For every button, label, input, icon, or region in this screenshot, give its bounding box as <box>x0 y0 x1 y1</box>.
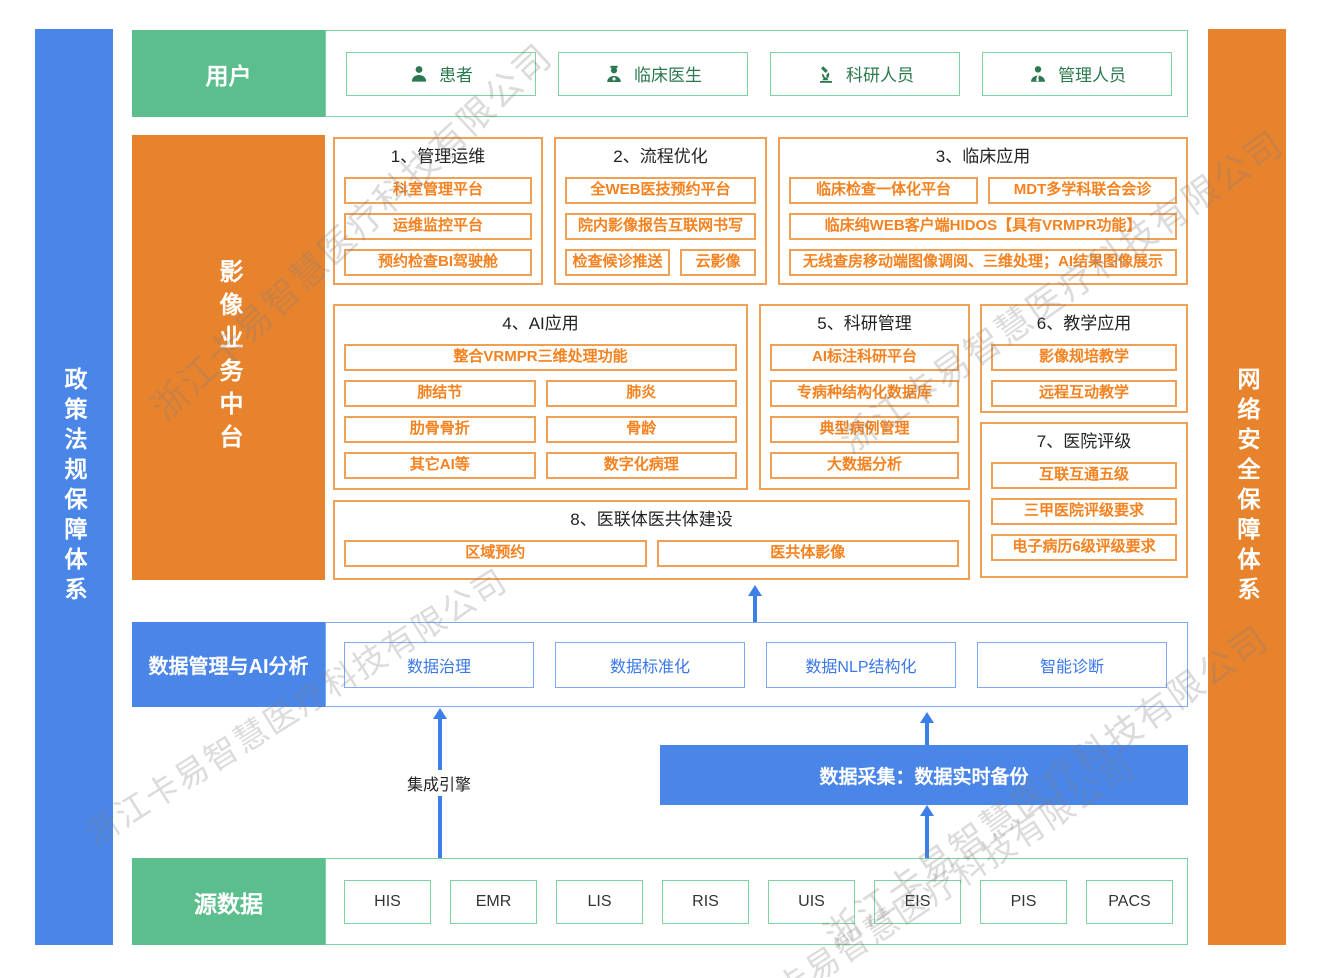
data-collection-box: 数据采集：数据实时备份 <box>660 745 1188 805</box>
group-process-optimization: 2、流程优化 全WEB医技预约平台 院内影像报告互联网书写 检查候诊推送 云影像 <box>554 137 767 285</box>
imaging-platform-label: 影像业务中台 <box>132 135 325 580</box>
group-clinical-application: 3、临床应用 临床检查一体化平台 MDT多学科联合会诊 临床纯WEB客户端HID… <box>778 137 1188 285</box>
platform-item: 云影像 <box>679 249 756 276</box>
source-data-row-label: 源数据 <box>132 858 325 945</box>
group-research-management: 5、科研管理 AI标注科研平台 专病种结构化数据库 典型病例管理 大数据分析 <box>759 304 970 490</box>
source-data-label-text: 源数据 <box>194 890 263 917</box>
up-arrow-head <box>748 585 762 596</box>
user-box-patient: 患者 <box>346 51 536 96</box>
group-ai-application: 4、AI应用 整合VRMPR三维处理功能 肺结节 肺炎 肋骨骨折 骨龄 其它AI… <box>333 304 748 490</box>
platform-item: 临床检查一体化平台 <box>789 177 978 204</box>
platform-item: 区域预约 <box>344 540 647 567</box>
source-data-container: HIS EMR LIS RIS UIS EIS PIS PACS <box>325 858 1188 945</box>
policy-regulation-label: 政策法规保障体系 <box>61 367 87 607</box>
platform-item: 影像规培教学 <box>991 344 1177 371</box>
platform-item: 肺结节 <box>344 380 536 407</box>
platform-item: 专病种结构化数据库 <box>770 380 959 407</box>
source-system-emr: EMR <box>450 879 537 924</box>
platform-item: AI标注科研平台 <box>770 344 959 371</box>
platform-item: 肋骨骨折 <box>344 416 536 443</box>
user-box-manager: 管理人员 <box>982 51 1172 96</box>
group-title: 4、AI应用 <box>502 314 579 333</box>
source-system-eis: EIS <box>874 879 961 924</box>
group-teaching-application: 6、教学应用 影像规培教学 远程互动教学 <box>980 304 1188 413</box>
group-title: 7、医院评级 <box>1036 432 1132 451</box>
collection-upper-arrow-line <box>925 722 929 745</box>
group-medical-alliance: 8、医联体医共体建设 区域预约 医共体影像 <box>333 500 970 580</box>
users-row-label-text: 用户 <box>205 62 252 89</box>
platform-item: 全WEB医技预约平台 <box>565 177 756 204</box>
group-title: 2、流程优化 <box>613 147 708 166</box>
platform-item: 骨龄 <box>545 416 737 443</box>
group-title: 3、临床应用 <box>935 147 1031 166</box>
platform-item: 预约检查BI驾驶舱 <box>344 249 532 276</box>
users-row-label: 用户 <box>132 30 325 117</box>
microscope-icon <box>820 65 832 83</box>
source-system-pacs: PACS <box>1086 879 1173 924</box>
group-management-ops: 1、管理运维 科室管理平台 运维监控平台 预约检查BI驾驶舱 <box>333 137 543 285</box>
platform-item: 临床纯WEB客户端HIDOS【具有VRMPR功能】 <box>789 213 1177 240</box>
group-title: 6、教学应用 <box>1036 314 1132 333</box>
user-label: 科研人员 <box>846 66 914 85</box>
data-mgmt-item: 数据NLP结构化 <box>766 641 956 688</box>
imaging-platform-label-text: 影像业务中台 <box>215 258 242 457</box>
group-title: 1、管理运维 <box>390 147 486 166</box>
platform-item: MDT多学科联合会诊 <box>988 177 1177 204</box>
source-system-uis: UIS <box>768 879 855 924</box>
source-system-ris: RIS <box>662 879 749 924</box>
collection-lower-arrow-line <box>925 815 929 858</box>
platform-item: 大数据分析 <box>770 452 959 479</box>
platform-item: 典型病例管理 <box>770 416 959 443</box>
user-label: 管理人员 <box>1058 66 1126 85</box>
platform-item: 无线查房移动端图像调阅、三维处理；AI结果图像展示 <box>789 249 1177 276</box>
user-label: 患者 <box>439 66 473 85</box>
manager-icon <box>1031 65 1045 82</box>
user-label: 临床医生 <box>634 66 702 85</box>
platform-item: 其它AI等 <box>344 452 536 479</box>
group-hospital-rating: 7、医院评级 互联互通五级 三甲医院评级要求 电子病历6级评级要求 <box>980 422 1188 578</box>
patient-icon <box>411 65 427 82</box>
platform-item: 互联互通五级 <box>991 462 1177 489</box>
data-mgmt-item: 智能诊断 <box>977 641 1167 688</box>
platform-item: 院内影像报告互联网书写 <box>565 213 756 240</box>
source-system-pis: PIS <box>980 879 1067 924</box>
data-mgmt-item: 数据治理 <box>344 641 534 688</box>
platform-item: 整合VRMPR三维处理功能 <box>344 344 737 371</box>
users-container: 患者 临床医生 科研人员 管理人员 <box>325 30 1188 117</box>
collection-upper-arrow-head <box>920 712 934 723</box>
network-security-sidebar: 网络安全保障体系 <box>1208 29 1286 945</box>
group-title: 5、科研管理 <box>817 314 912 333</box>
data-mgmt-row-label: 数据管理与AI分析 <box>132 622 325 707</box>
platform-item: 肺炎 <box>545 380 737 407</box>
user-box-researcher: 科研人员 <box>770 51 960 96</box>
data-mgmt-label-text: 数据管理与AI分析 <box>148 656 309 678</box>
platform-item: 远程互动教学 <box>991 380 1177 407</box>
data-mgmt-item: 数据标准化 <box>555 641 745 688</box>
platform-item: 检查候诊推送 <box>565 249 670 276</box>
doctor-icon <box>607 65 621 82</box>
data-collection-text: 数据采集：数据实时备份 <box>819 766 1029 788</box>
integration-engine-label: 集成引擎 <box>403 770 476 796</box>
platform-item: 三甲医院评级要求 <box>991 498 1177 525</box>
collection-lower-arrow-head <box>920 805 934 816</box>
data-mgmt-container: 数据治理 数据标准化 数据NLP结构化 智能诊断 <box>325 622 1188 707</box>
network-security-label: 网络安全保障体系 <box>1234 367 1260 607</box>
platform-item: 科室管理平台 <box>344 177 532 204</box>
platform-item: 运维监控平台 <box>344 213 532 240</box>
user-box-clinician: 临床医生 <box>558 51 748 96</box>
up-arrow-line <box>753 595 757 622</box>
integration-arrow-head <box>433 708 447 719</box>
source-system-lis: LIS <box>556 879 643 924</box>
source-system-his: HIS <box>344 879 431 924</box>
platform-item: 数字化病理 <box>545 452 737 479</box>
group-title: 8、医联体医共体建设 <box>570 510 733 529</box>
platform-item: 医共体影像 <box>656 540 959 567</box>
policy-regulation-sidebar: 政策法规保障体系 <box>35 29 113 945</box>
platform-item: 电子病历6级评级要求 <box>991 534 1177 561</box>
